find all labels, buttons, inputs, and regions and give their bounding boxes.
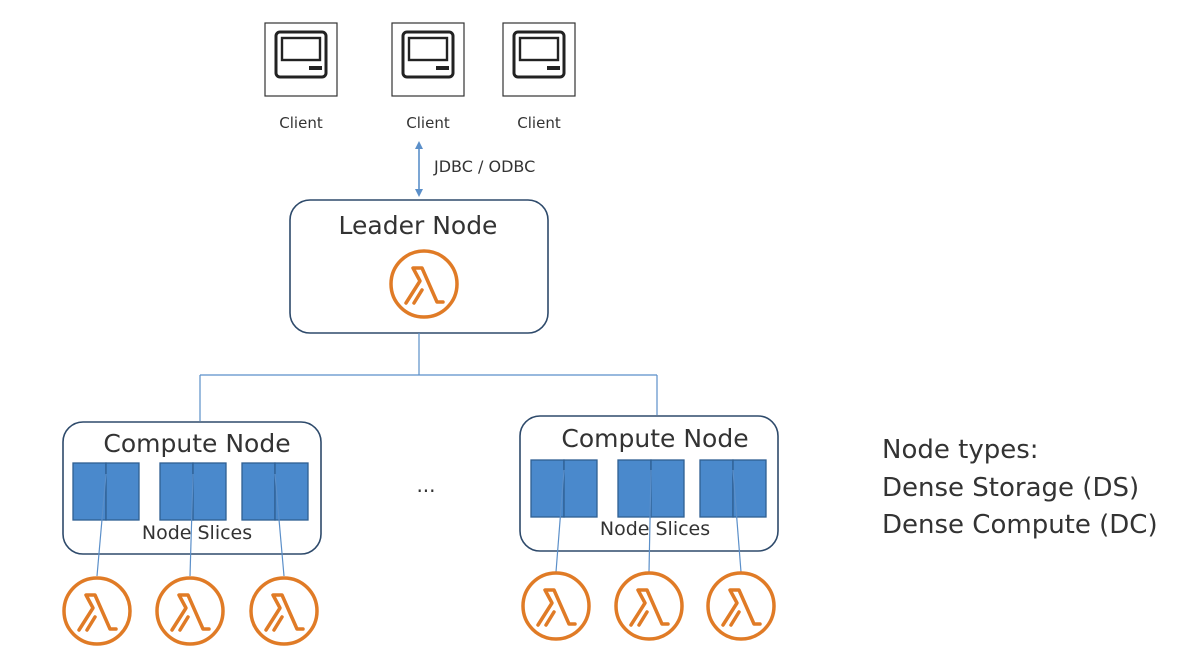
leader-node: Leader Node: [289, 199, 549, 334]
lambda-icon: [706, 571, 776, 641]
node-slices-label: Node Slices: [600, 518, 710, 540]
client-3: Client: [501, 21, 577, 132]
node-types-heading: Node types:: [882, 435, 1039, 465]
lambda-icon: [155, 576, 225, 646]
node-connectors: [199, 333, 658, 421]
compute-node-title: Compute Node: [103, 429, 290, 458]
computer-icon: [390, 21, 466, 98]
lambda-icon: [614, 571, 684, 641]
client-label: Client: [406, 114, 450, 132]
node-slice: [699, 459, 767, 518]
client-label: Client: [279, 114, 323, 132]
compute-node-1: Compute Node Node Slices: [62, 421, 322, 646]
compute-node-2: Compute Node Node Slices: [519, 415, 779, 641]
node-slice: [241, 462, 309, 521]
lambda-icon: [389, 249, 459, 319]
leader-node-title: Leader Node: [339, 211, 498, 240]
computer-icon: [263, 21, 339, 98]
node-type-item: Dense Compute (DC): [882, 510, 1158, 540]
node-type-item: Dense Storage (DS): [882, 473, 1139, 503]
compute-node-title: Compute Node: [561, 424, 748, 453]
client-label: Client: [517, 114, 561, 132]
client-1: Client: [263, 21, 339, 132]
node-slices-label: Node Slices: [142, 522, 252, 544]
node-slice: [72, 462, 140, 521]
node-slice: [530, 459, 598, 518]
client-2: Client: [390, 21, 466, 132]
ellipsis: ...: [416, 473, 435, 497]
node-types-legend: Node types: Dense Storage (DS) Dense Com…: [882, 435, 1158, 540]
connection-label: JDBC / ODBC: [433, 157, 535, 176]
lambda-icon: [521, 571, 591, 641]
lambda-icon: [249, 576, 319, 646]
computer-icon: [501, 21, 577, 98]
lambda-icon: [62, 576, 132, 646]
